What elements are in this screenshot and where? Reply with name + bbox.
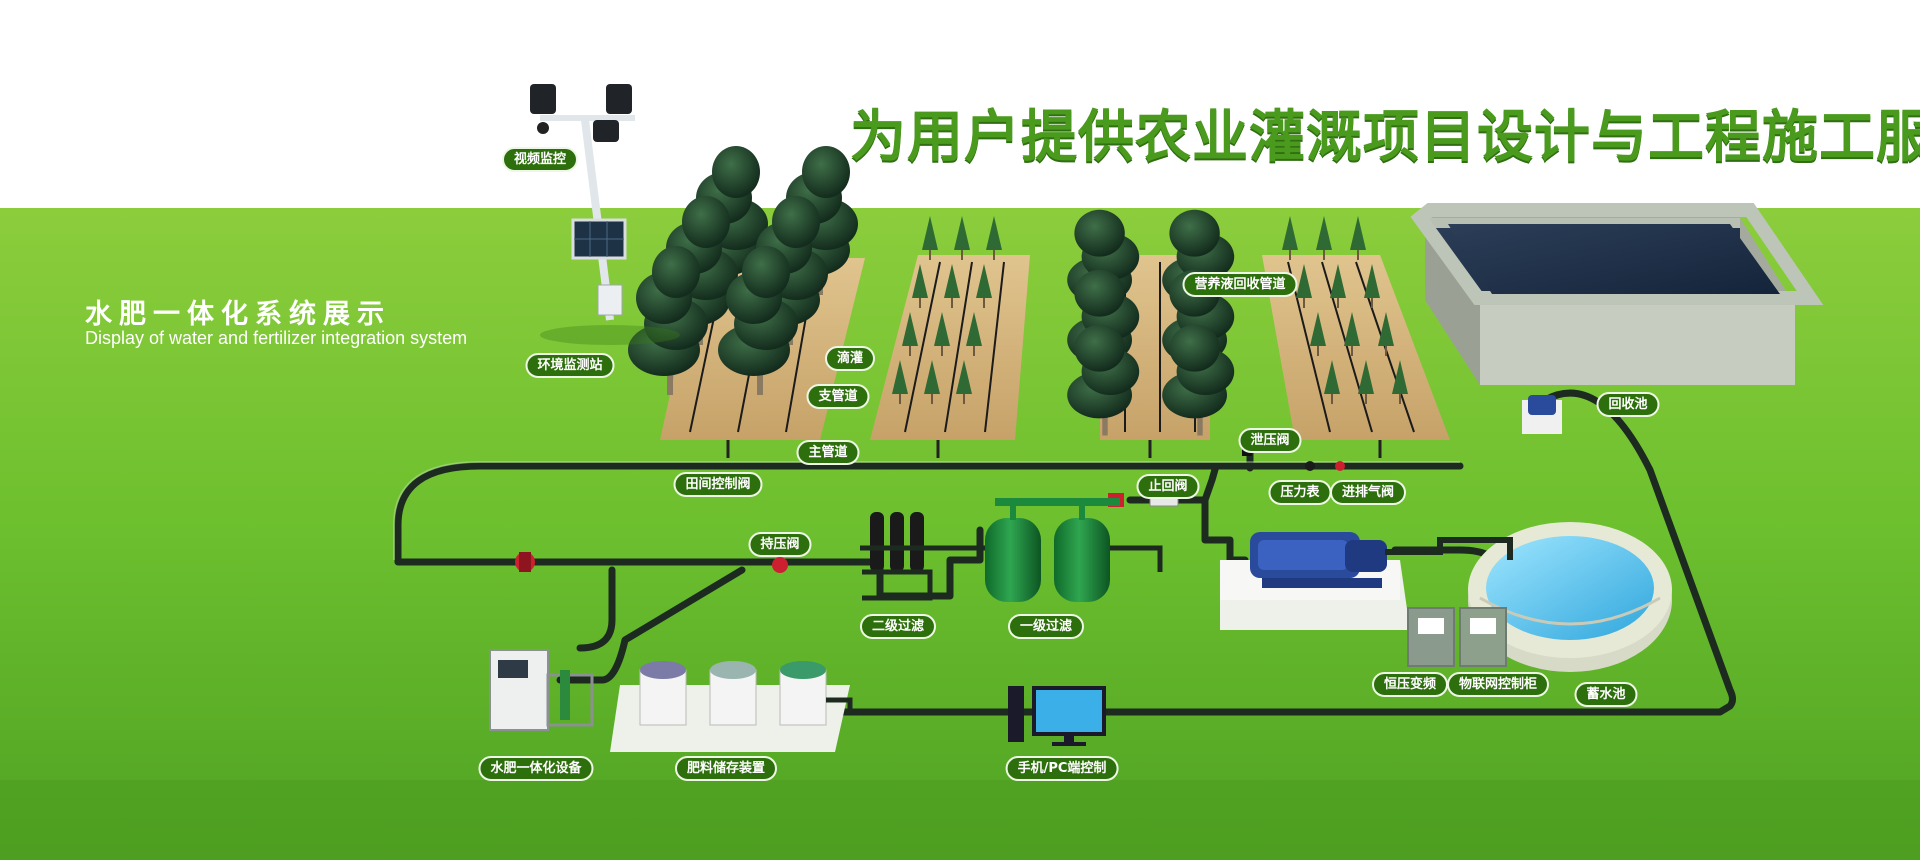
- label-env-station: 环境监测站: [525, 353, 615, 378]
- main-pipe: [394, 462, 1464, 566]
- label-reservoir: 蓄水池: [1574, 682, 1638, 707]
- tree-icon: [1358, 360, 1374, 404]
- tree-icon: [1392, 360, 1408, 404]
- section-subtitle: Display of water and fertilizer integrat…: [85, 328, 468, 348]
- monitor-icon: [1008, 686, 1106, 746]
- pump-icon: [1250, 532, 1513, 588]
- tree-icon: [718, 246, 798, 395]
- label-drip: 滴灌: [824, 346, 876, 371]
- tree-icon: [912, 264, 928, 308]
- filter-2-cylinders: [860, 512, 948, 601]
- label-air-valve: 进排气阀: [1329, 480, 1407, 505]
- page-headline: 为用户提供农业灌溉项目设计与工程施工服务: [850, 105, 1920, 170]
- tree-icon: [956, 360, 972, 404]
- label-iot-cabinet: 物联网控制柜: [1446, 672, 1550, 697]
- tree-icon: [1378, 312, 1394, 356]
- tree-icon: [966, 312, 982, 356]
- fertilizer-machine: [489, 649, 594, 731]
- label-check-valve: 止回阀: [1136, 474, 1200, 499]
- env-monitoring-station: [530, 84, 680, 345]
- tree-icon: [628, 146, 1408, 436]
- fertilizer-storage: [610, 661, 853, 752]
- air-valve-icon: [1335, 461, 1345, 471]
- tree-icon: [976, 264, 992, 308]
- return-pump-icon: [1528, 395, 1556, 415]
- vfd-cabinet: [1407, 607, 1455, 667]
- tree-icon: [1067, 324, 1140, 436]
- pressure-gauge-icon: [1305, 461, 1315, 471]
- label-main-pipe: 主管道: [796, 440, 860, 465]
- filter-1-tanks: [948, 498, 1163, 602]
- tree-icon: [986, 216, 1002, 260]
- tree-icon: [934, 312, 950, 356]
- tree-icon: [924, 360, 940, 404]
- tree-icon: [628, 246, 708, 395]
- tree-icon: [1324, 360, 1340, 404]
- label-field-valve: 田间控制阀: [673, 472, 763, 497]
- tree-icon: [1162, 324, 1235, 436]
- tree-icon: [1282, 216, 1298, 260]
- label-relief-valve: 泄压阀: [1238, 428, 1302, 453]
- label-fert-storage: 肥料储存装置: [674, 756, 778, 781]
- tree-icon: [1330, 264, 1346, 308]
- pump-station: [1220, 532, 1513, 630]
- camera-icon: [530, 84, 632, 142]
- tree-icon: [1350, 216, 1366, 260]
- label-pc-control: 手机/PC端控制: [1005, 756, 1119, 781]
- control-cabinets: [1407, 607, 1507, 667]
- label-filter-2: 二级过滤: [859, 614, 937, 639]
- iot-cabinet: [1459, 607, 1507, 667]
- tree-icon: [1296, 264, 1312, 308]
- label-branch-pipe: 支管道: [806, 384, 870, 409]
- label-pressure-gauge: 压力表: [1268, 480, 1332, 505]
- label-vfd: 恒压变频: [1371, 672, 1449, 697]
- tree-icon: [1364, 264, 1380, 308]
- label-filter-1: 一级过滤: [1007, 614, 1085, 639]
- tree-icon: [892, 360, 908, 404]
- tree-icon: [902, 312, 918, 356]
- tree-icon: [1316, 216, 1332, 260]
- tree-icon: [1310, 312, 1326, 356]
- label-sustain-valve: 持压阀: [748, 532, 812, 557]
- label-fert-machine: 水肥一体化设备: [478, 756, 594, 781]
- tree-icon: [922, 216, 938, 260]
- recycle-pool: [1410, 203, 1824, 434]
- tree-icon: [954, 216, 970, 260]
- reservoir: [1468, 522, 1672, 672]
- solar-panel-icon: [571, 218, 627, 260]
- label-video-monitor: 视频监控: [501, 147, 579, 172]
- label-recycle-pool: 回收池: [1596, 392, 1660, 417]
- tree-icon: [944, 264, 960, 308]
- sustain-valve-icon: [772, 557, 788, 573]
- label-nutrient-return: 营养液回收管道: [1182, 272, 1298, 297]
- section-title: 水肥一体化系统展示: [85, 299, 391, 330]
- tree-icon: [1344, 312, 1360, 356]
